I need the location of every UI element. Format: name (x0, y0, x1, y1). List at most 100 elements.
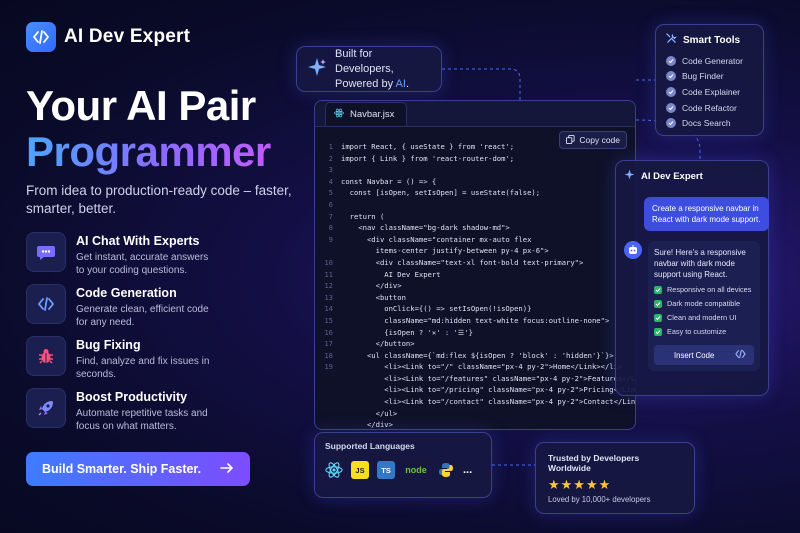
code-line: <li><Link to="/features" className="px-4… (315, 373, 635, 385)
nodejs-icon: node (405, 465, 427, 475)
line-number: 5 (328, 188, 333, 198)
feature-title: Code Generation (76, 286, 177, 300)
code-brackets-icon (735, 349, 746, 361)
line-number: 7 (328, 211, 333, 221)
code-text: </div> (341, 281, 402, 291)
tool-item[interactable]: Bug Finder (666, 69, 753, 85)
code-line: 12 </div> (315, 280, 635, 292)
built-text: Built for Developers, Powered by AI. (335, 47, 410, 90)
code-line: 1 import React, { useState } from 'react'… (315, 141, 635, 153)
code-line: </div> (315, 419, 635, 429)
code-text: <li><Link to="/pricing" className="px-4 … (341, 385, 636, 395)
code-text: import { Link } from 'react-router-dom'; (341, 153, 515, 163)
feature-title: Boost Productivity (76, 390, 188, 404)
code-line: 3 (315, 164, 635, 176)
line-number (315, 419, 341, 429)
code-text: <li><Link to="/" className="px-4 py-2">H… (341, 362, 623, 372)
line-number (315, 245, 341, 257)
line-number: 16 (324, 327, 333, 337)
code-line: 5 const [isOpen, setIsOpen] = useState(f… (315, 187, 635, 199)
user-message: Create a responsive navbar in React with… (644, 197, 769, 231)
languages-title: Supported Languages (325, 441, 415, 451)
check-icon (654, 327, 662, 336)
feature-desc: Automate repetitive tasks and focus on w… (76, 408, 208, 432)
javascript-icon: JS (351, 461, 369, 479)
check-icon (654, 313, 662, 322)
code-text: <li><Link to="/features" className="px-4… (384, 373, 635, 383)
feature-bug-fixing: Bug Fixing Find, analyze and fix issues … (26, 336, 211, 381)
code-line: <li><Link to="/pricing" className="px-4 … (315, 384, 636, 396)
tab-label: Navbar.jsx (350, 109, 395, 120)
code-text: const [isOpen, setIsOpen] = useState(fal… (341, 188, 541, 198)
code-line: 2 import { Link } from 'react-router-dom'… (315, 153, 635, 165)
code-text: return ( (341, 211, 385, 221)
code-text: AI Dev Expert (341, 269, 441, 279)
bug-icon (26, 336, 66, 376)
tool-item[interactable]: Code Refactor (666, 100, 753, 116)
smart-tools-card: Smart Tools Code Generator Bug Finder Co… (655, 24, 764, 136)
line-number (315, 396, 341, 408)
code-line: 6 (315, 199, 635, 211)
code-line: 13 <button (315, 292, 635, 304)
code-editor: Navbar.jsx Copy code 1 import React, { us… (314, 100, 636, 430)
check-circle-icon (666, 102, 676, 113)
tab-navbar-jsx[interactable]: Navbar.jsx (325, 102, 408, 126)
feature-title: AI Chat With Experts (76, 234, 200, 248)
tool-item[interactable]: Code Explainer (666, 84, 753, 100)
line-number: 2 (328, 153, 333, 163)
tools-icon (666, 33, 678, 47)
bot-message: Sure! Here's a responsive navbar with da… (654, 248, 746, 279)
code-text: </button> (341, 339, 415, 349)
feature-desc: Find, analyze and fix issues in seconds. (76, 356, 210, 380)
trusted-subtitle: Loved by 10,000+ developers (548, 495, 651, 504)
code-line: 18 <ul className={`md:flex ${isOpen ? 'b… (315, 350, 635, 362)
tool-item[interactable]: Docs Search (666, 115, 753, 131)
line-number: 9 (328, 234, 333, 244)
check-icon (654, 285, 662, 294)
check-circle-icon (666, 55, 676, 66)
copy-icon (566, 134, 575, 146)
copy-code-button[interactable]: Copy code (559, 131, 627, 149)
code-text: import React, { useState } from 'react'; (341, 142, 515, 151)
cta-label: Build Smarter. Ship Faster. (42, 462, 202, 476)
brand-name: AI Dev Expert (64, 26, 191, 47)
code-line: <li><Link to="/contact" className="px-4 … (315, 396, 636, 408)
code-line: 10 <div className="text-xl font-bold tex… (315, 257, 635, 269)
code-line: items-center justify-between py-4 px-6"> (315, 245, 635, 257)
code-text: <li><Link to="/contact" className="px-4 … (341, 397, 636, 407)
sparkle-icon (307, 57, 327, 82)
code-line: 14 onClick={() => setIsOpen(!isOpen)} (315, 303, 635, 315)
code-line: 11 AI Dev Expert (315, 269, 635, 281)
react-icon (334, 108, 344, 121)
code-brackets-logo-icon (26, 22, 56, 52)
line-number: 15 (324, 315, 333, 325)
hero-title-line2: Programmer (26, 128, 271, 175)
line-number (315, 384, 341, 396)
line-number: 18 (324, 350, 333, 360)
bullet-item: Easy to customize (654, 327, 754, 336)
star-rating-icon: ★★★★★ (548, 477, 612, 492)
code-text: <ul className={`md:flex ${isOpen ? 'bloc… (341, 350, 614, 360)
code-text: onClick={() => setIsOpen(!isOpen)} (341, 304, 532, 314)
code-line: 9 <div className="container mx-auto flex (315, 234, 635, 246)
bot-avatar-icon (624, 241, 642, 259)
line-number: 11 (324, 269, 333, 279)
cta-button[interactable]: Build Smarter. Ship Faster. (26, 452, 250, 486)
code-line: 7 return ( (315, 211, 635, 223)
code-text: <nav className="bg-dark shadow-md"> (341, 223, 510, 233)
code-text: </ul> (341, 408, 398, 418)
check-circle-icon (666, 118, 676, 129)
code-lines: 1 import React, { useState } from 'react'… (315, 141, 636, 429)
line-number: 1 (328, 142, 333, 151)
insert-code-button[interactable]: Insert Code (654, 345, 754, 365)
bullet-item: Dark mode compatible (654, 299, 754, 308)
trusted-card: Trusted by Developers Worldwide ★★★★★ Lo… (535, 442, 695, 514)
tool-item[interactable]: Code Generator (666, 53, 753, 69)
line-number: 4 (328, 176, 333, 186)
feature-ai-chat: AI Chat With Experts Get instant, accura… (26, 232, 211, 277)
code-text: items-center justify-between py-4 px-6"> (341, 246, 549, 256)
arrow-right-icon (220, 462, 234, 477)
line-number: 8 (328, 223, 333, 233)
